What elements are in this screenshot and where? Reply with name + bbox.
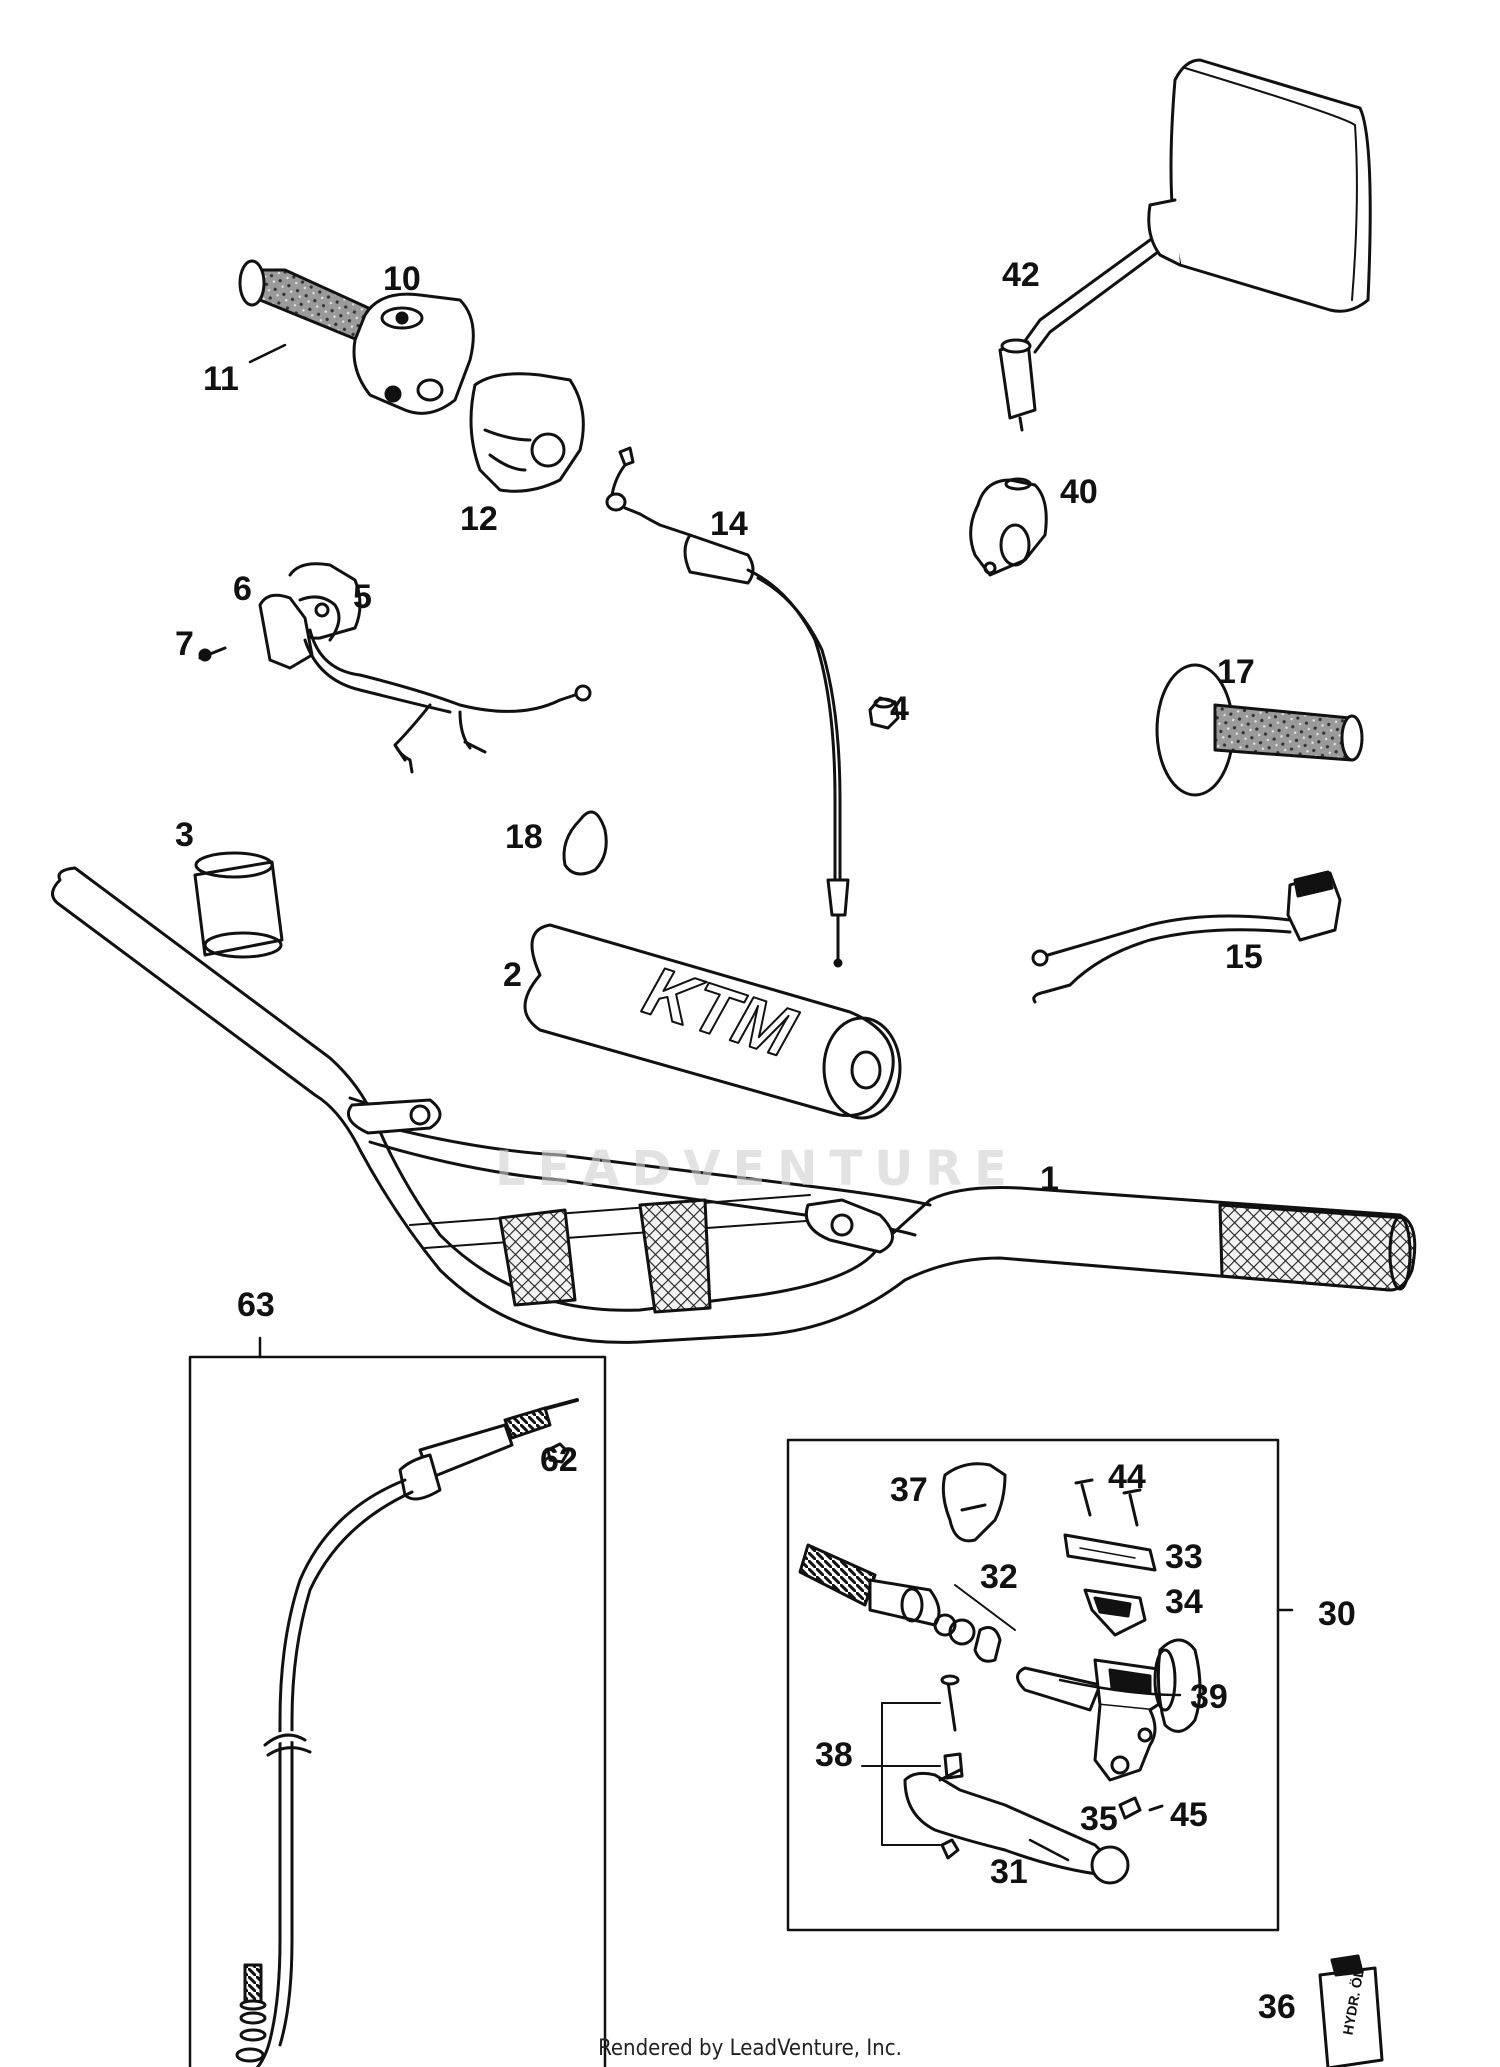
switch-drawing	[198, 562, 592, 774]
footer-credit: Rendered by LeadVenture, Inc.	[598, 2036, 902, 2061]
hydraulic-oil-drawing: HYDR. ÖL	[1318, 1954, 1384, 2067]
callout-14: 14	[710, 505, 748, 543]
callout-1: 1	[1040, 1160, 1059, 1198]
callout-39: 39	[1190, 1678, 1228, 1716]
callout-3: 3	[175, 816, 194, 854]
callout-40: 40	[1060, 473, 1098, 511]
nut-drawing	[868, 696, 900, 730]
leader-lines	[248, 343, 1182, 1862]
mirror-drawing	[969, 58, 1372, 577]
callout-45: 45	[1170, 1796, 1208, 1834]
callout-18: 18	[505, 818, 543, 856]
callout-10: 10	[383, 260, 421, 298]
callout-11: 11	[203, 360, 239, 398]
choke-cable-drawing	[605, 446, 850, 968]
clutch-assembly-box	[786, 1438, 1280, 1932]
callout-63: 63	[237, 1286, 275, 1324]
callout-32: 32	[980, 1558, 1018, 1596]
clutch-assembly-drawing	[798, 1462, 1202, 1885]
callout-62: 62	[540, 1441, 578, 1479]
left-grip-drawing	[1155, 663, 1364, 797]
callout-6: 6	[233, 570, 252, 608]
callout-30: 30	[1318, 1595, 1356, 1633]
handlebar-drawing	[51, 866, 1417, 1344]
callout-38: 38	[815, 1736, 853, 1774]
clutch-line-drawing	[235, 1398, 579, 2067]
callout-12: 12	[460, 500, 498, 538]
callout-4: 4	[890, 690, 909, 728]
watermark: LEADVENTURE	[495, 1141, 1019, 1197]
callout-33: 33	[1165, 1538, 1203, 1576]
clutch-line-box	[188, 1355, 607, 2067]
callout-2: 2	[503, 956, 522, 994]
callout-15: 15	[1225, 938, 1263, 976]
callout-44: 44	[1108, 1458, 1146, 1496]
callout-31: 31	[990, 1853, 1028, 1891]
callout-42: 42	[1002, 256, 1040, 294]
bar-pad-drawing: KTM	[523, 923, 902, 1120]
bushing-drawing	[193, 851, 284, 959]
callout-34: 34	[1165, 1583, 1203, 1621]
throttle-drawing	[238, 259, 585, 493]
kill-switch-drawing	[1031, 870, 1342, 1004]
callout-7: 7	[175, 625, 194, 663]
callout-17: 17	[1217, 653, 1255, 691]
callout-5: 5	[353, 578, 372, 616]
callout-35: 35	[1080, 1800, 1118, 1838]
cable-tie-drawing	[562, 810, 608, 876]
callout-bottle: 36	[1258, 1988, 1296, 2026]
callout-37: 37	[890, 1471, 928, 1509]
